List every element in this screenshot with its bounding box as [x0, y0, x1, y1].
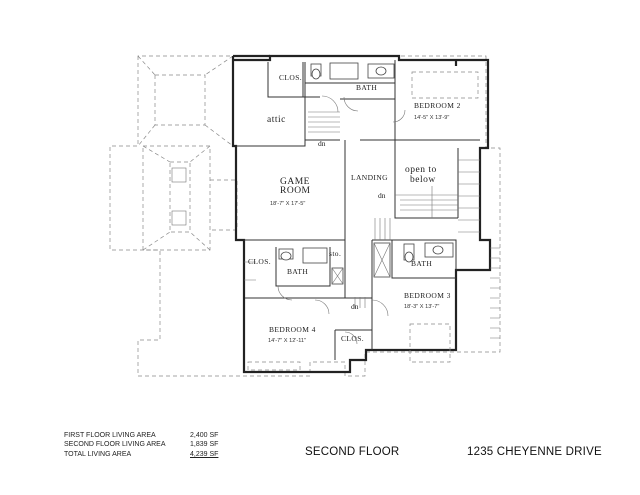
bedroom-4-label: BEDROOM 4 — [269, 325, 316, 334]
fixtures — [278, 62, 454, 285]
stair-dn-landing: dn — [378, 191, 386, 200]
area-label: FIRST FLOOR LIVING AREA — [64, 432, 156, 439]
area-value-total: 4,239 SF — [190, 450, 219, 458]
storage-label: sto. — [329, 249, 341, 258]
open-below-line2: below — [410, 175, 436, 185]
stair-dn-top: dn — [318, 139, 326, 148]
address: 1235 CHEYENNE DRIVE — [467, 446, 602, 458]
bedroom-2-label: BEDROOM 2 — [414, 101, 461, 110]
area-row-total: TOTAL LIVING AREA 4,239 SF — [64, 450, 250, 459]
open-below-line1: open to — [405, 165, 437, 175]
area-row-first-floor: FIRST FLOOR LIVING AREA 2,400 SF — [64, 431, 250, 440]
bedroom-3-label: BEDROOM 3 — [404, 291, 451, 300]
area-summary: FIRST FLOOR LIVING AREA 2,400 SF SECOND … — [64, 431, 250, 459]
game-room-label-line1: GAME — [280, 177, 310, 187]
game-room-dim: 18'-7" X 17'-5" — [270, 201, 305, 207]
landing-label: LANDING — [351, 173, 388, 182]
attic-label: attic — [267, 115, 286, 125]
closet-top-label: CLOS. — [279, 73, 302, 82]
interior-walls — [236, 60, 480, 360]
game-room-label-line2: ROOM — [280, 186, 311, 196]
bath-mid-label: BATH — [287, 267, 308, 276]
bath-top-label: BATH — [356, 83, 377, 92]
door-swings — [244, 95, 406, 345]
area-row-second-floor: SECOND FLOOR LIVING AREA 1,839 SF — [64, 440, 250, 449]
closet-bottom-label: CLOS. — [341, 334, 364, 343]
bedroom-3-dim: 18'-3" X 13'-7" — [404, 304, 439, 310]
area-value: 2,400 SF — [190, 432, 219, 439]
bedroom-2-dim: 14'-5" X 13'-9" — [414, 115, 449, 121]
bedroom-4-dim: 14'-7" X 12'-11" — [268, 338, 306, 344]
area-label: TOTAL LIVING AREA — [64, 450, 132, 458]
closet-mid-label: CLOS. — [248, 257, 271, 266]
bath-right-label: BATH — [411, 259, 432, 268]
floor-title: SECOND FLOOR — [305, 446, 400, 458]
area-value: 1,839 SF — [190, 441, 219, 449]
room-labels: CLOS. BATH BEDROOM 2 14'-5" X 13'-9" att… — [248, 73, 461, 344]
stair-dn-bottom: dn — [351, 302, 359, 311]
area-label: SECOND FLOOR LIVING AREA — [64, 441, 166, 449]
furniture — [247, 71, 479, 371]
stairs — [308, 111, 500, 339]
